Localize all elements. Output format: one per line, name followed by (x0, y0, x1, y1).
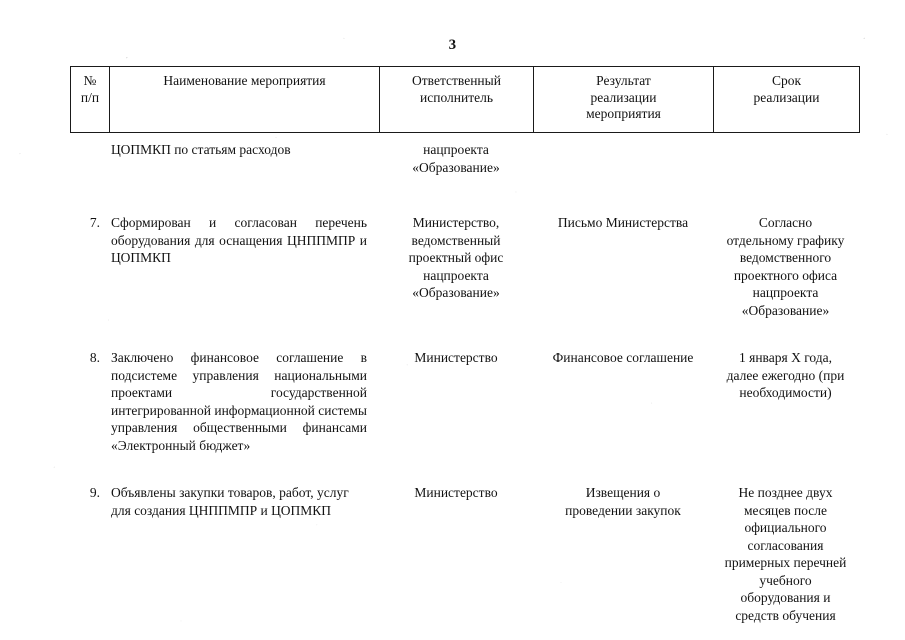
column-header-term: Срок реализации (714, 67, 859, 132)
column-header-number-line2: п/п (80, 89, 100, 105)
cell-name: Заключено финансовое соглашение в подсис… (111, 350, 367, 453)
column-header-name: Наименование мероприятия (110, 67, 380, 132)
row-spacer (70, 454, 860, 484)
cell-number: 8. (89, 350, 100, 365)
cell-name: Сформирован и согласован перечень оборуд… (111, 215, 367, 265)
table-header-row: № п/п Наименование мероприятия Ответстве… (70, 66, 860, 133)
column-header-number: № п/п (71, 67, 110, 132)
table-row-continued: ЦОПМКП по статьям расходов нацпроекта«Об… (70, 141, 860, 176)
cell-result: Финансовое соглашение (552, 350, 694, 365)
column-header-result: Результат реализации мероприятия (534, 67, 714, 132)
column-header-result-line3: мероприятия (586, 106, 661, 121)
page-number: 3 (448, 37, 457, 53)
cell-responsible: Министерство (414, 350, 498, 365)
row-spacer (70, 176, 860, 214)
cell-number: 7. (89, 215, 100, 230)
cell-responsible: нацпроекта«Образование» (412, 142, 500, 175)
column-header-responsible: Ответственный исполнитель (380, 67, 534, 132)
column-header-term-line2: реализации (753, 89, 820, 105)
column-header-responsible-line2: исполнитель (420, 89, 493, 105)
column-header-name-label: Наименование мероприятия (163, 73, 326, 88)
table-row: 8. Заключено финансовое соглашение в под… (70, 349, 860, 454)
table-row: 9. Объявлены закупки товаров, работ, усл… (70, 484, 860, 624)
column-header-result-line2: реализации (590, 89, 657, 105)
table-row: 7. Сформирован и согласован перечень обо… (70, 214, 860, 319)
cell-name: Объявлены закупки товаров, работ, услуг … (111, 485, 349, 518)
row-spacer (70, 319, 860, 349)
column-header-responsible-line1: Ответственный (412, 73, 501, 88)
column-header-result-line1: Результат (596, 73, 651, 88)
cell-number: 9. (89, 485, 100, 500)
cell-name: ЦОПМКП по статьям расходов (111, 142, 291, 157)
table-body: ЦОПМКП по статьям расходов нацпроекта«Об… (70, 141, 860, 624)
column-header-number-line1: № (83, 73, 97, 88)
cell-responsible: Министерство (414, 485, 498, 500)
cell-result: Письмо Министерства (557, 215, 689, 230)
column-header-term-line1: Срок (771, 73, 802, 88)
